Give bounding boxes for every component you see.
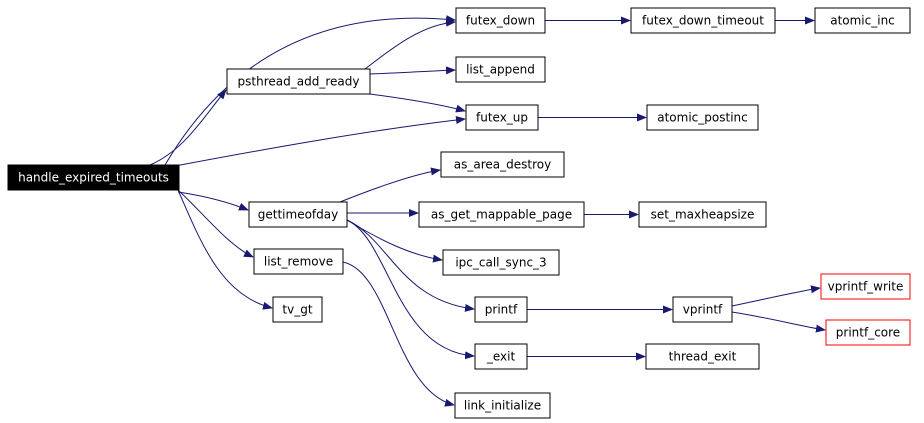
node-label: atomic_postinc [657,111,747,125]
edge-gettimeofday-to-printf [346,219,475,312]
node-label: link_initialize [464,399,541,413]
node-box [418,201,585,228]
node-box [820,273,911,300]
node-label: gettimeofday [258,208,338,222]
node-label: futex_up [476,111,528,125]
edge-handle-expired-timeouts-to-tv-gt [177,189,273,310]
node-ipc-call-sync-3[interactable]: ipc_call_sync_3 [442,249,560,276]
node-tv-gt[interactable]: tv_gt [272,296,323,323]
node-box [638,201,767,228]
edge-psthread-add-ready-to-futex-up [369,93,466,113]
node-label: list_append [466,63,535,77]
node-thread-exit[interactable]: thread_exit [645,343,760,370]
node-label: vprintf [683,303,723,317]
node-label: as_area_destroy [454,158,551,172]
node-atomic-inc[interactable]: atomic_inc [814,7,911,34]
node-box [645,343,760,370]
node-label: _exit [486,350,516,364]
node-atomic-postinc[interactable]: atomic_postinc [646,104,759,131]
edge-handle-expired-timeouts-to-futex-down [164,15,456,166]
node-box [455,7,546,34]
node-label: set_maxheapsize [651,208,755,222]
node-psthread-add-ready[interactable]: psthread_add_ready [226,68,371,95]
node-label: ipc_call_sync_3 [455,256,546,270]
node-futex-down-timeout[interactable]: futex_down_timeout [630,7,776,34]
node-printf[interactable]: printf [474,296,528,323]
node-label: handle_expired_timeouts [18,171,169,185]
node-box [440,151,565,178]
node-box [465,104,539,131]
node-box [248,201,348,228]
node-link-initialize[interactable]: link_initialize [454,392,551,419]
node-box [814,7,911,34]
node-label: thread_exit [669,350,737,364]
node-label: printf_core [836,326,900,340]
node-set-maxheapsize[interactable]: set_maxheapsize [638,201,767,228]
node-as-get-mappable-page[interactable]: as_get_mappable_page [418,201,585,228]
node-box [7,164,180,191]
node-box [474,296,528,323]
node-handle-expired-timeouts[interactable]: handle_expired_timeouts [7,164,180,191]
node-box [253,248,344,275]
node-label: vprintf_write [828,280,904,294]
edge-gettimeofday-to-as-area-destroy [339,167,441,203]
nodes-layer: handle_expired_timeouts futex_down futex_d… [7,7,911,419]
node-box [454,392,551,419]
node-label: tv_gt [282,303,312,317]
node-futex-up[interactable]: futex_up [465,104,539,131]
edge-handle-expired-timeouts-to-futex-up [174,116,466,167]
node-label: atomic_inc [830,14,895,28]
node-label: futex_down_timeout [642,14,764,28]
node-vprintf[interactable]: vprintf [672,296,733,323]
edge-handle-expired-timeouts-to-list-remove [177,189,254,258]
node-label: list_remove [264,255,333,269]
edge-vprintf-to-vprintf-write [731,285,821,307]
node-box [630,7,776,34]
node-box [825,319,911,346]
node-list-append[interactable]: list_append [455,56,546,83]
edges-layer [149,15,826,407]
edge-handle-expired-timeouts-to-gettimeofday [177,191,249,211]
node-exit[interactable]: _exit [474,343,528,370]
node-as-area-destroy[interactable]: as_area_destroy [440,151,565,178]
node-label: psthread_add_ready [238,75,360,89]
edge-list-remove-to-link-initialize [342,261,455,407]
node-label: printf [485,303,518,317]
node-box [455,56,546,83]
edge-gettimeofday-to-exit [346,219,475,360]
edge-vprintf-to-printf-core [731,311,826,333]
node-box [272,296,323,323]
node-printf-core[interactable]: printf_core [825,319,911,346]
node-label: as_get_mappable_page [431,208,572,222]
node-box [646,104,759,131]
edge-handle-expired-timeouts-to-psthread-add-ready [149,89,227,166]
node-box [672,296,733,323]
edge-psthread-add-ready-to-list-append [369,66,456,75]
node-list-remove[interactable]: list_remove [253,248,344,275]
node-vprintf-write[interactable]: vprintf_write [820,273,911,300]
edge-psthread-add-ready-to-futex-down [364,18,456,70]
node-box [442,249,560,276]
node-futex-down[interactable]: futex_down [455,7,546,34]
node-box [474,343,528,370]
node-label: futex_down [466,14,535,28]
node-box [226,68,371,95]
node-gettimeofday[interactable]: gettimeofday [248,201,348,228]
